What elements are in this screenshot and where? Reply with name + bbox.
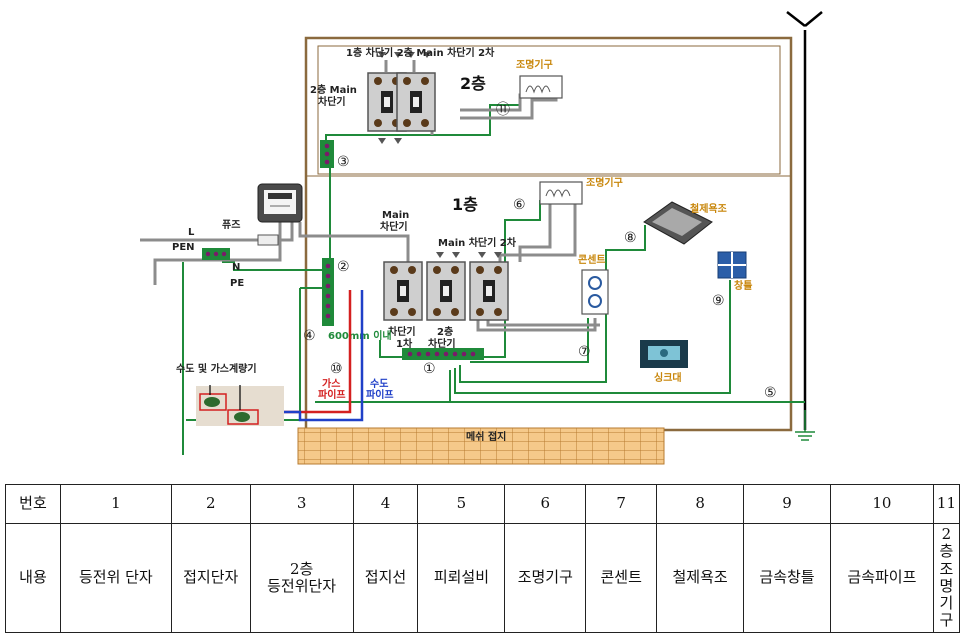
legend-item: 피뢰설비 bbox=[417, 523, 506, 633]
legend-item-line: 2층 bbox=[289, 559, 314, 578]
legend-item-line: 등전위단자 bbox=[267, 576, 337, 595]
legend-number: 7 bbox=[585, 484, 658, 524]
meter-label: 수도 및 가스계량기 bbox=[176, 362, 257, 375]
marker-6: ⑥ bbox=[513, 197, 526, 213]
breaker-top-label: 1층 차단기 2층 Main 차단기 2차 bbox=[346, 46, 495, 59]
floor2-label: 2층 bbox=[460, 74, 486, 93]
line-L-label: L bbox=[188, 227, 195, 238]
marker-10: ⑩ bbox=[330, 361, 343, 377]
marker-5: ⑤ bbox=[764, 385, 777, 401]
electric-meter-icon bbox=[257, 183, 303, 223]
lighting-2f-icon bbox=[519, 75, 563, 99]
legend-number: 6 bbox=[504, 484, 587, 524]
marker-9: ⑨ bbox=[712, 293, 725, 309]
legend-item: 등전위 단자 bbox=[59, 523, 172, 633]
grounding-terminal bbox=[322, 258, 334, 326]
legend-item: 조명기구 bbox=[504, 523, 587, 633]
legend-number: 11 bbox=[932, 484, 961, 524]
legend-number: 3 bbox=[249, 484, 354, 524]
legend-number: 2 bbox=[170, 484, 251, 524]
floor1-main-breaker-label-2: 차단기 bbox=[380, 220, 408, 233]
marker-1: ① bbox=[423, 361, 436, 377]
bathtub-label: 철제욕조 bbox=[690, 202, 727, 215]
breaker-floor2-label-2: 차단기 bbox=[428, 337, 456, 350]
breaker-1st-label-2: 1차 bbox=[396, 337, 413, 350]
line-N-label: N bbox=[232, 262, 240, 273]
lighting-1f-icon bbox=[539, 181, 583, 205]
lighting-1f-label: 조명기구 bbox=[586, 176, 623, 189]
floor1-main-breaker-label-1: Main bbox=[382, 210, 409, 221]
water-pipe-label-1: 수도 bbox=[370, 378, 388, 390]
legend-number: 4 bbox=[352, 484, 419, 524]
lightning-rod-icon bbox=[786, 11, 823, 430]
legend-item: 콘센트 bbox=[585, 523, 658, 633]
breaker-arrows-1f bbox=[436, 252, 502, 258]
legend-content-label: 내용 bbox=[5, 523, 61, 633]
window-label: 창틀 bbox=[734, 279, 752, 292]
marker-3: ③ bbox=[337, 154, 350, 170]
breaker-1st-label-1: 차단기 bbox=[388, 325, 416, 338]
floor2-room bbox=[317, 45, 781, 175]
legend-item: 금속창틀 bbox=[743, 523, 831, 633]
bathtub-icon bbox=[643, 201, 713, 245]
gas-pipe-label-1: 가스 bbox=[322, 377, 340, 390]
legend-header-label: 번호 bbox=[5, 484, 61, 524]
breaker-floor2-label-1: 2층 bbox=[437, 325, 453, 338]
pen-terminal bbox=[202, 248, 230, 260]
legend-number-row: 번호 1 2 3 4 5 6 7 8 9 10 11 bbox=[5, 484, 961, 524]
marker-11: ⑪ bbox=[496, 102, 510, 118]
legend-item-line: 2층 bbox=[939, 525, 954, 561]
marker-8: ⑧ bbox=[624, 230, 637, 246]
marker-7: ⑦ bbox=[578, 344, 591, 360]
mesh-ground bbox=[297, 427, 665, 465]
outlet-label: 콘센트 bbox=[578, 253, 606, 266]
legend-item: 접지단자 bbox=[170, 523, 251, 633]
floor1-breaker-2nd-label: Main 차단기 2차 bbox=[438, 236, 517, 249]
mesh-ground-label: 메쉬 접지 bbox=[466, 430, 506, 443]
legend-number: 5 bbox=[417, 484, 506, 524]
legend-number: 8 bbox=[656, 484, 745, 524]
ground-symbol-icon bbox=[795, 410, 815, 441]
gas-water-meter-icon bbox=[196, 385, 284, 426]
water-pipe-label-2: 파이프 bbox=[366, 388, 394, 401]
earth-wires bbox=[182, 104, 805, 455]
outlet-icon bbox=[581, 269, 609, 315]
line-PEN-label: PEN bbox=[172, 242, 195, 253]
legend-number: 9 bbox=[743, 484, 831, 524]
marker-2: ② bbox=[337, 259, 350, 275]
legend-item: 철제욕조 bbox=[656, 523, 745, 633]
window-frame-icon bbox=[717, 251, 747, 279]
fuse-icon bbox=[257, 234, 279, 246]
line-PE-label: PE bbox=[230, 278, 244, 289]
floor2-bonding-terminal bbox=[320, 140, 334, 168]
legend-item-line: 조명기구 bbox=[939, 559, 954, 630]
legend-number: 1 bbox=[59, 484, 172, 524]
legend-item: 접지선 bbox=[352, 523, 419, 633]
legend-item: 금속파이프 bbox=[829, 523, 934, 633]
equipotential-terminal bbox=[402, 348, 484, 360]
equipotential-bonding-diagram: 1층 차단기 2층 Main 차단기 2차 2층 Main 차단기 2층 조명기… bbox=[140, 11, 823, 465]
marker-4: ④ bbox=[303, 328, 316, 344]
gas-pipe-label-2: 파이프 bbox=[318, 388, 346, 401]
legend-number: 10 bbox=[829, 484, 934, 524]
floor2-main-breaker-label-1: 2층 Main bbox=[310, 83, 357, 96]
sink-icon bbox=[640, 340, 688, 368]
floor1-label: 1층 bbox=[452, 195, 478, 214]
sink-label: 싱크대 bbox=[654, 371, 682, 384]
lighting-2f-label: 조명기구 bbox=[516, 58, 553, 71]
floor2-main-breaker-label-2: 차단기 bbox=[318, 95, 346, 108]
legend-table: 번호 1 2 3 4 5 6 7 8 9 10 11 내용 등전위 단자 접지단… bbox=[5, 484, 961, 633]
fuse-label: 퓨즈 bbox=[222, 219, 240, 231]
distance-note: 600mm 이내 bbox=[328, 329, 392, 342]
breaker-arrows-2f bbox=[378, 52, 431, 144]
